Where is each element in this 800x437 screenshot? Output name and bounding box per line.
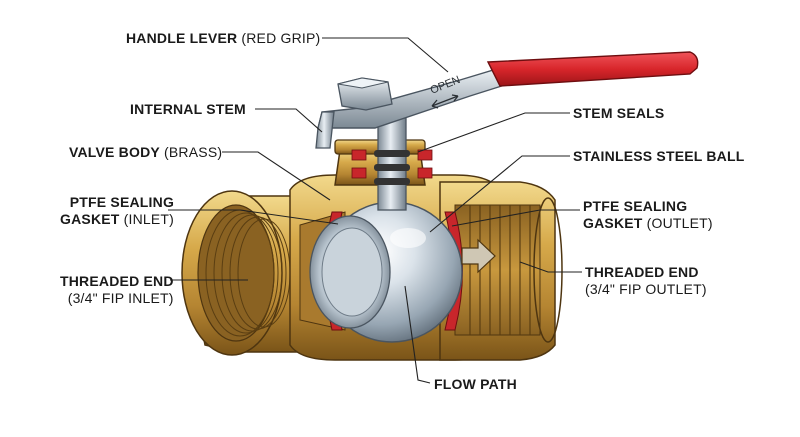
label-ptfe-inlet: PTFE SEALING GASKET (INLET) — [60, 194, 174, 228]
label-threaded-inlet-line1: THREADED END — [60, 273, 174, 289]
label-stem-seals: STEM SEALS — [573, 105, 664, 122]
label-ptfe-outlet-line1: PTFE SEALING — [583, 198, 688, 214]
leader-lines — [168, 37, 582, 384]
stem-seal-3 — [374, 178, 410, 185]
handle-arrow-icon — [431, 94, 459, 109]
label-internal-stem-main: INTERNAL STEM — [130, 101, 246, 117]
inlet-threads — [205, 209, 291, 337]
label-stainless-ball-main: STAINLESS STEEL BALL — [573, 148, 745, 164]
label-handle-lever: HANDLE LEVER (RED GRIP) — [126, 30, 320, 47]
label-flow-path: FLOW PATH — [434, 376, 517, 393]
label-ptfe-outlet-line2-sub: (OUTLET) — [642, 215, 713, 231]
label-ptfe-outlet-line2-main: GASKET — [583, 215, 643, 231]
label-valve-body-main: VALVE BODY — [69, 144, 160, 160]
label-valve-body-sub: (BRASS) — [159, 144, 223, 160]
label-valve-body: VALVE BODY (BRASS) — [69, 144, 222, 161]
handle-red-grip — [486, 51, 699, 87]
label-threaded-inlet: THREADED END (3/4" FIP INLET) — [60, 273, 174, 307]
label-threaded-inlet-line2: (3/4" FIP INLET) — [67, 290, 174, 306]
handle-lever: OPEN — [315, 51, 699, 149]
internal-stem — [351, 117, 433, 211]
label-handle-lever-main: HANDLE LEVER — [126, 30, 238, 46]
label-threaded-outlet-line2: (3/4" FIP OUTLET) — [585, 281, 707, 297]
label-threaded-outlet-line1: THREADED END — [585, 264, 699, 280]
label-ptfe-inlet-line2-main: GASKET — [60, 211, 120, 227]
outlet-rim — [533, 197, 563, 343]
label-ptfe-inlet-line2-sub: (INLET) — [119, 211, 175, 227]
label-ptfe-inlet-line1: PTFE SEALING — [69, 194, 175, 210]
label-handle-lever-sub: (RED GRIP) — [237, 30, 321, 46]
stem-seal-2 — [374, 164, 410, 171]
stem-seal-1 — [374, 150, 410, 157]
flow-direction-arrow-icon — [461, 238, 496, 274]
label-internal-stem: INTERNAL STEM — [130, 101, 246, 118]
label-stem-seals-main: STEM SEALS — [573, 105, 665, 121]
label-stainless-ball: STAINLESS STEEL BALL — [573, 148, 745, 165]
stainless-steel-ball — [309, 201, 463, 343]
label-flow-path-main: FLOW PATH — [434, 376, 517, 392]
outlet-cavity — [454, 204, 541, 336]
label-ptfe-outlet: PTFE SEALING GASKET (OUTLET) — [583, 198, 713, 232]
label-threaded-outlet: THREADED END (3/4" FIP OUTLET) — [585, 264, 707, 298]
